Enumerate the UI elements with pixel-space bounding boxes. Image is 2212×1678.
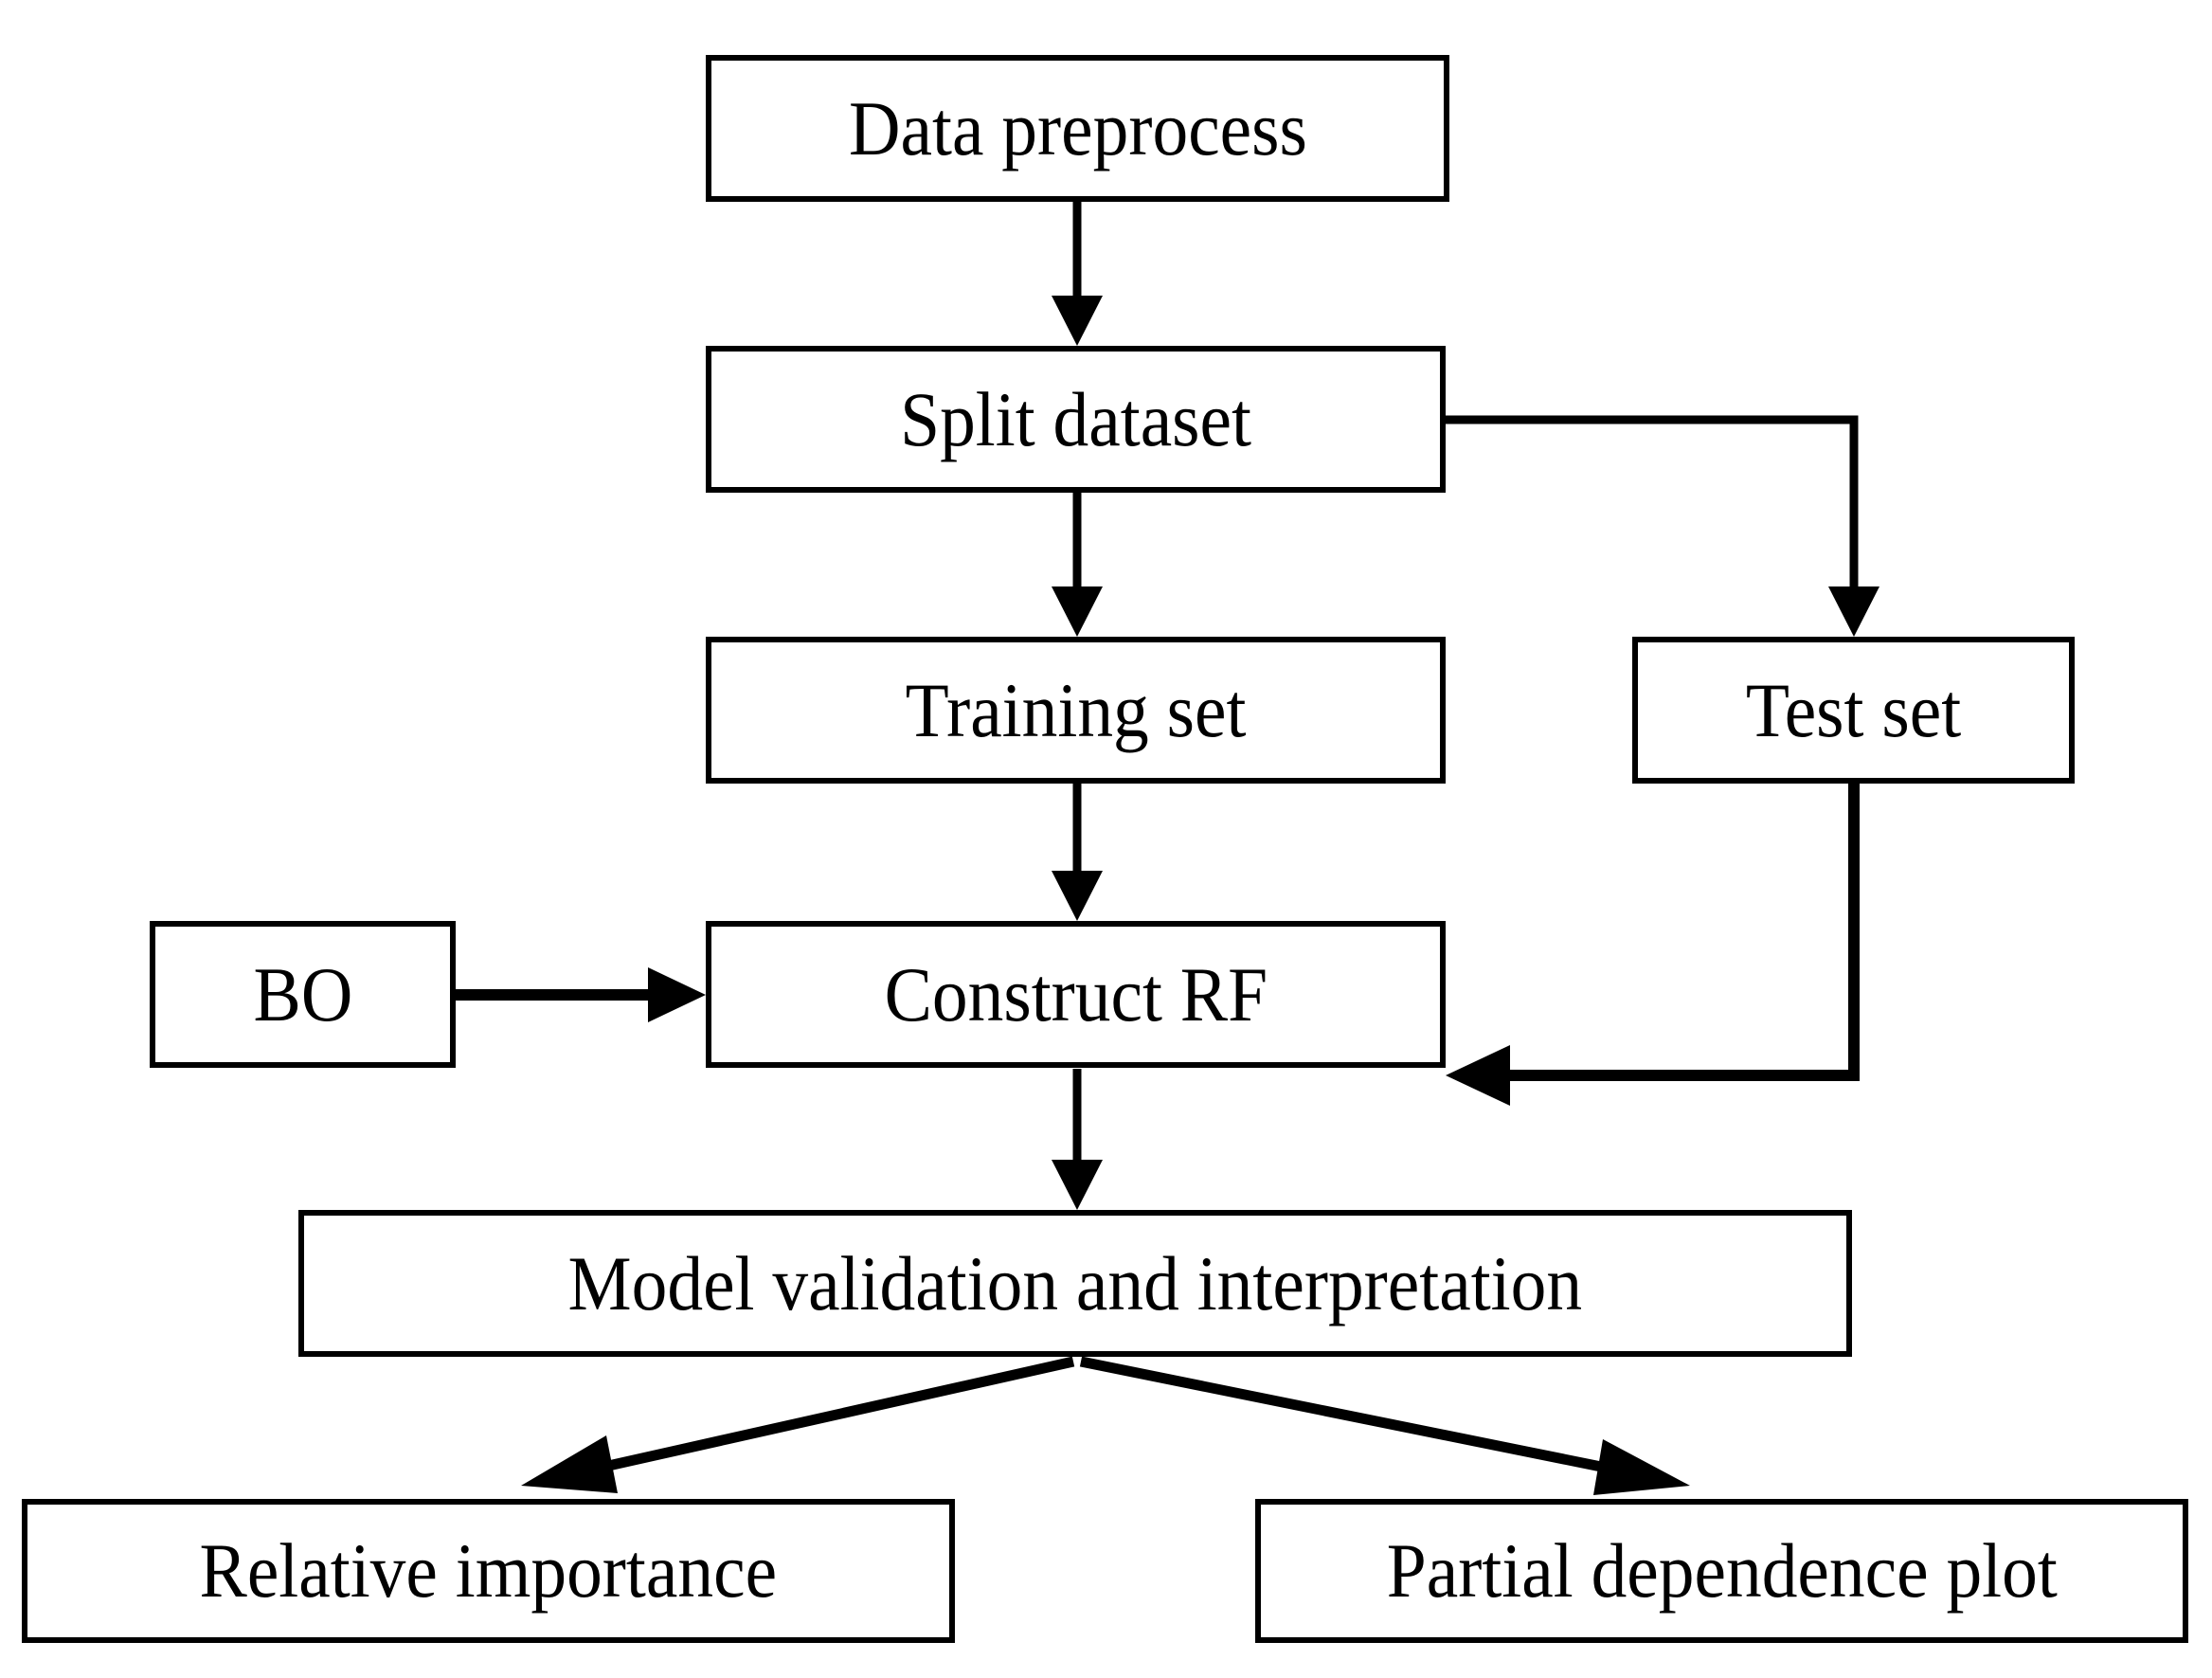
edge-validation-to-importance (521, 1356, 1075, 1493)
node-test-set[interactable]: Test set (1632, 637, 2075, 784)
edge-test-to-construct (1446, 784, 1860, 1106)
edge-split-to-test (1446, 415, 1879, 637)
node-label-data-preprocess: Data preprocess (848, 84, 1307, 171)
node-label-partial-dependence: Partial dependence plot (1386, 1527, 2058, 1614)
edge-validation-to-dependence (1079, 1356, 1690, 1495)
node-label-construct-rf: Construct RF (884, 950, 1268, 1037)
node-construct-rf[interactable]: Construct RF (706, 921, 1446, 1068)
edge-split-to-training (1052, 492, 1103, 637)
node-label-bo: BO (253, 950, 352, 1037)
node-data-preprocess[interactable]: Data preprocess (706, 55, 1449, 202)
node-model-validation[interactable]: Model validation and interpretation (298, 1210, 1852, 1357)
node-training-set[interactable]: Training set (706, 637, 1446, 784)
edge-bo-to-construct (456, 967, 706, 1022)
node-label-model-validation: Model validation and interpretation (567, 1239, 1583, 1326)
node-label-training-set: Training set (905, 666, 1247, 753)
node-relative-importance[interactable]: Relative importance (22, 1499, 955, 1643)
edge-training-to-construct (1052, 784, 1103, 921)
node-bo[interactable]: BO (150, 921, 456, 1068)
edge-construct-to-validation (1052, 1069, 1103, 1210)
node-label-test-set: Test set (1745, 666, 1962, 753)
node-label-relative-importance: Relative importance (199, 1527, 778, 1614)
edge-preprocess-to-split (1052, 202, 1103, 346)
node-partial-dependence[interactable]: Partial dependence plot (1255, 1499, 2188, 1643)
node-label-split-dataset: Split dataset (900, 375, 1251, 462)
node-split-dataset[interactable]: Split dataset (706, 346, 1446, 493)
